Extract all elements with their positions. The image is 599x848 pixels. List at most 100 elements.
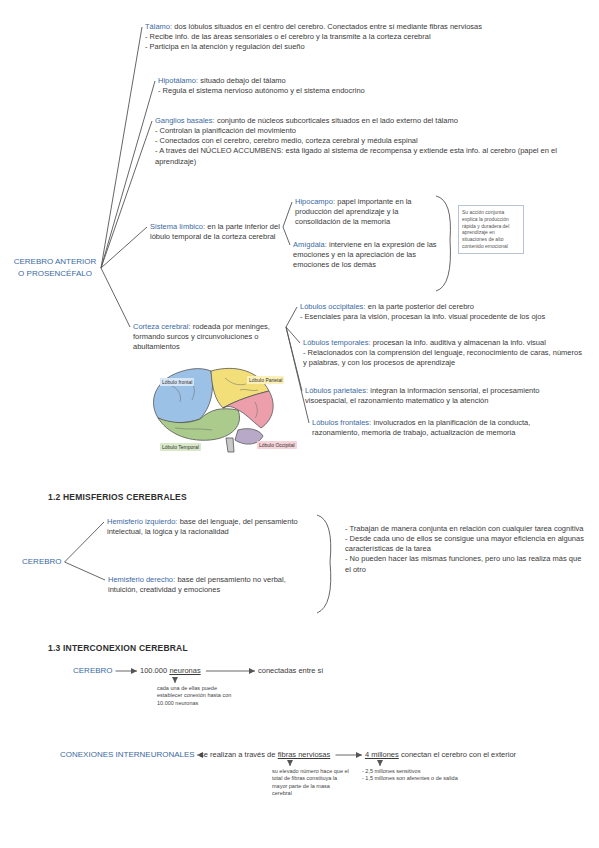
flow-step: 100.000neuronas bbox=[140, 666, 203, 676]
topic-note: Amígdala:interviene en la expresión de l… bbox=[293, 240, 438, 270]
topic-text: dos lóbulos situados en el centro del ce… bbox=[174, 22, 482, 31]
branch-line bbox=[283, 202, 292, 227]
lobe-label: Lóbulo frontal bbox=[160, 378, 194, 386]
topic-text: - A través del NÚCLEO ACCUMBENS: está li… bbox=[155, 146, 575, 166]
topic-text: - 1,5 millones son aferentes o de salida bbox=[362, 775, 458, 782]
topic-text: - Desde cada uno de ellos se consigue un… bbox=[345, 534, 585, 554]
topic-text: se realizan a través de bbox=[200, 750, 275, 759]
topic-text: - No pueden hacer las mismas funciones, … bbox=[345, 554, 585, 574]
topic-note: Hipotálamo:situado debajo del tálamo- Re… bbox=[158, 76, 365, 96]
note-list: - Trabajan de manera conjunta en relació… bbox=[345, 524, 585, 575]
topic-text: neuronas bbox=[169, 666, 200, 675]
branch-line bbox=[283, 227, 290, 245]
topic-text: procesan la info. auditiva y almacenan l… bbox=[373, 338, 546, 347]
branch-line bbox=[65, 522, 104, 562]
topic-note: Corteza cerebral:rodeada por meninges, f… bbox=[133, 322, 283, 352]
lobe-label: Lóbulo Occipital bbox=[257, 441, 297, 449]
root-topic: CEREBRO bbox=[73, 666, 113, 677]
flow-note: cada una de ellas puede establecer conex… bbox=[157, 685, 235, 707]
topic-text: su elevado número hace que el total de f… bbox=[272, 768, 350, 798]
branch-line bbox=[101, 268, 130, 327]
side-note-box: Su acción conjunta explica la producción… bbox=[458, 205, 524, 254]
branch-line bbox=[65, 562, 105, 580]
topic-text: - Esenciales para la visión, procesan la… bbox=[300, 312, 545, 322]
topic-heading: Sistema límbico: bbox=[150, 222, 205, 231]
topic-text: - Controlan la planificación del movimie… bbox=[155, 126, 575, 136]
topic-text: en la parte posterior del cerebro bbox=[368, 302, 474, 311]
topic-text: CEREBRO bbox=[22, 557, 62, 568]
flow-arrow bbox=[290, 761, 291, 766]
topic-heading: Ganglios basales: bbox=[155, 116, 215, 125]
topic-note: Lóbulos temporales:procesan la info. aud… bbox=[303, 338, 583, 368]
topic-text: - Regula el sistema nervioso autónomo y … bbox=[158, 86, 365, 96]
flow-note: - 2,5 millones sensitivos- 1,5 millones … bbox=[362, 768, 458, 783]
flow-arrow bbox=[175, 677, 176, 683]
flow-arrow bbox=[336, 755, 363, 756]
flow-step: 4 millonesconectan el cerebro con el ext… bbox=[365, 750, 518, 760]
topic-note: Hemisferio derecho:base del pensamiento … bbox=[108, 575, 313, 595]
temporal-lobe bbox=[158, 409, 240, 441]
branch-line bbox=[286, 307, 297, 327]
topic-heading: Hemisferio izquierdo: bbox=[107, 517, 177, 526]
flow-arrow bbox=[197, 755, 199, 756]
flow-arrow bbox=[206, 671, 255, 672]
flow-arrow bbox=[380, 761, 381, 766]
topic-heading: Hipotálamo: bbox=[158, 76, 198, 85]
topic-text: conectan el cerebro con el exterior bbox=[401, 750, 516, 759]
bracket-curve bbox=[317, 515, 331, 613]
topic-note: Hemisferio izquierdo:base del lenguaje, … bbox=[107, 517, 312, 537]
topic-heading: Lóbulos parietales: bbox=[305, 386, 368, 395]
topic-text: Su acción conjunta explica la producción… bbox=[462, 209, 520, 250]
flow-arrow bbox=[116, 671, 137, 672]
frontal-lobe bbox=[153, 369, 212, 423]
branch-line bbox=[101, 227, 147, 268]
topic-heading: Hipocampo: bbox=[295, 197, 335, 206]
topic-text: conectadas entre sí bbox=[258, 666, 323, 676]
section-heading: 1.3 INTERCONEXION CEREBRAL bbox=[48, 643, 188, 653]
root-topic: CEREBRO bbox=[22, 557, 62, 568]
topic-text: CEREBRO ANTERIOR O PROSENCÉFALO bbox=[12, 256, 98, 280]
topic-note: Hipocampo:papel importante en la producc… bbox=[295, 197, 440, 227]
topic-text: situado debajo del tálamo bbox=[200, 76, 285, 85]
topic-heading: Tálamo: bbox=[145, 22, 172, 31]
topic-note: Lóbulos frontales:involucrados en la pla… bbox=[312, 418, 577, 438]
lobe-label: Lóbulo Temporal bbox=[160, 443, 201, 451]
topic-note: Lóbulos parietales:integran la informaci… bbox=[305, 386, 575, 406]
topic-heading: Lóbulos frontales: bbox=[312, 418, 371, 427]
topic-text: 100.000 bbox=[140, 666, 167, 675]
topic-text: 4 millones bbox=[365, 750, 399, 759]
topic-text: fibras nerviosas bbox=[278, 750, 331, 759]
topic-heading: Amígdala: bbox=[293, 240, 327, 249]
topic-text: - Conectados con el cerebro, cerebro med… bbox=[155, 136, 575, 146]
topic-note: Tálamo:dos lóbulos situados en el centro… bbox=[145, 22, 482, 52]
topic-text: CEREBRO bbox=[73, 666, 113, 677]
bracket-curve bbox=[436, 196, 450, 291]
brain-stem bbox=[226, 438, 234, 452]
topic-text: - Relacionados con la comprensión del le… bbox=[303, 348, 583, 368]
topic-text: cada una de ellas puede establecer conex… bbox=[157, 685, 235, 707]
topic-note: Lóbulos occipitales:en la parte posterio… bbox=[300, 302, 545, 322]
topic-text: CONEXIONES INTERNEURONALES bbox=[60, 750, 195, 761]
topic-heading: Hemisferio derecho: bbox=[108, 575, 175, 584]
branch-line bbox=[101, 81, 155, 268]
occipital-lobe bbox=[223, 391, 273, 428]
topic-note: Sistema límbico:en la parte inferior del… bbox=[150, 222, 280, 242]
topic-heading: Lóbulos temporales: bbox=[303, 338, 371, 347]
topic-text: - 2,5 millones sensitivos bbox=[362, 768, 458, 775]
topic-text: - Recibe info. de las áreas sensoriales … bbox=[145, 32, 482, 42]
flow-note: su elevado número hace que el total de f… bbox=[272, 768, 350, 798]
lobe-label: Lóbulo Parietal bbox=[247, 376, 284, 384]
root-topic: CEREBRO ANTERIOR O PROSENCÉFALO bbox=[12, 256, 98, 280]
topic-text: - Trabajan de manera conjunta en relació… bbox=[345, 524, 585, 534]
topic-text: - Participa en la atención y regulación … bbox=[145, 42, 482, 52]
flow-step: se realizan a través defibras nerviosas bbox=[200, 750, 333, 760]
topic-heading: Corteza cerebral: bbox=[133, 322, 191, 331]
branch-line bbox=[101, 121, 152, 268]
flow-step: conectadas entre sí bbox=[258, 666, 323, 676]
section-heading: 1.2 HEMISFERIOS CEREBRALES bbox=[48, 492, 187, 502]
topic-text: conjunto de núcleos subcorticales situad… bbox=[217, 116, 458, 125]
root-topic: CONEXIONES INTERNEURONALES bbox=[60, 750, 195, 761]
topic-note: Ganglios basales:conjunto de núcleos sub… bbox=[155, 116, 575, 167]
topic-heading: Lóbulos occipitales: bbox=[300, 302, 365, 311]
